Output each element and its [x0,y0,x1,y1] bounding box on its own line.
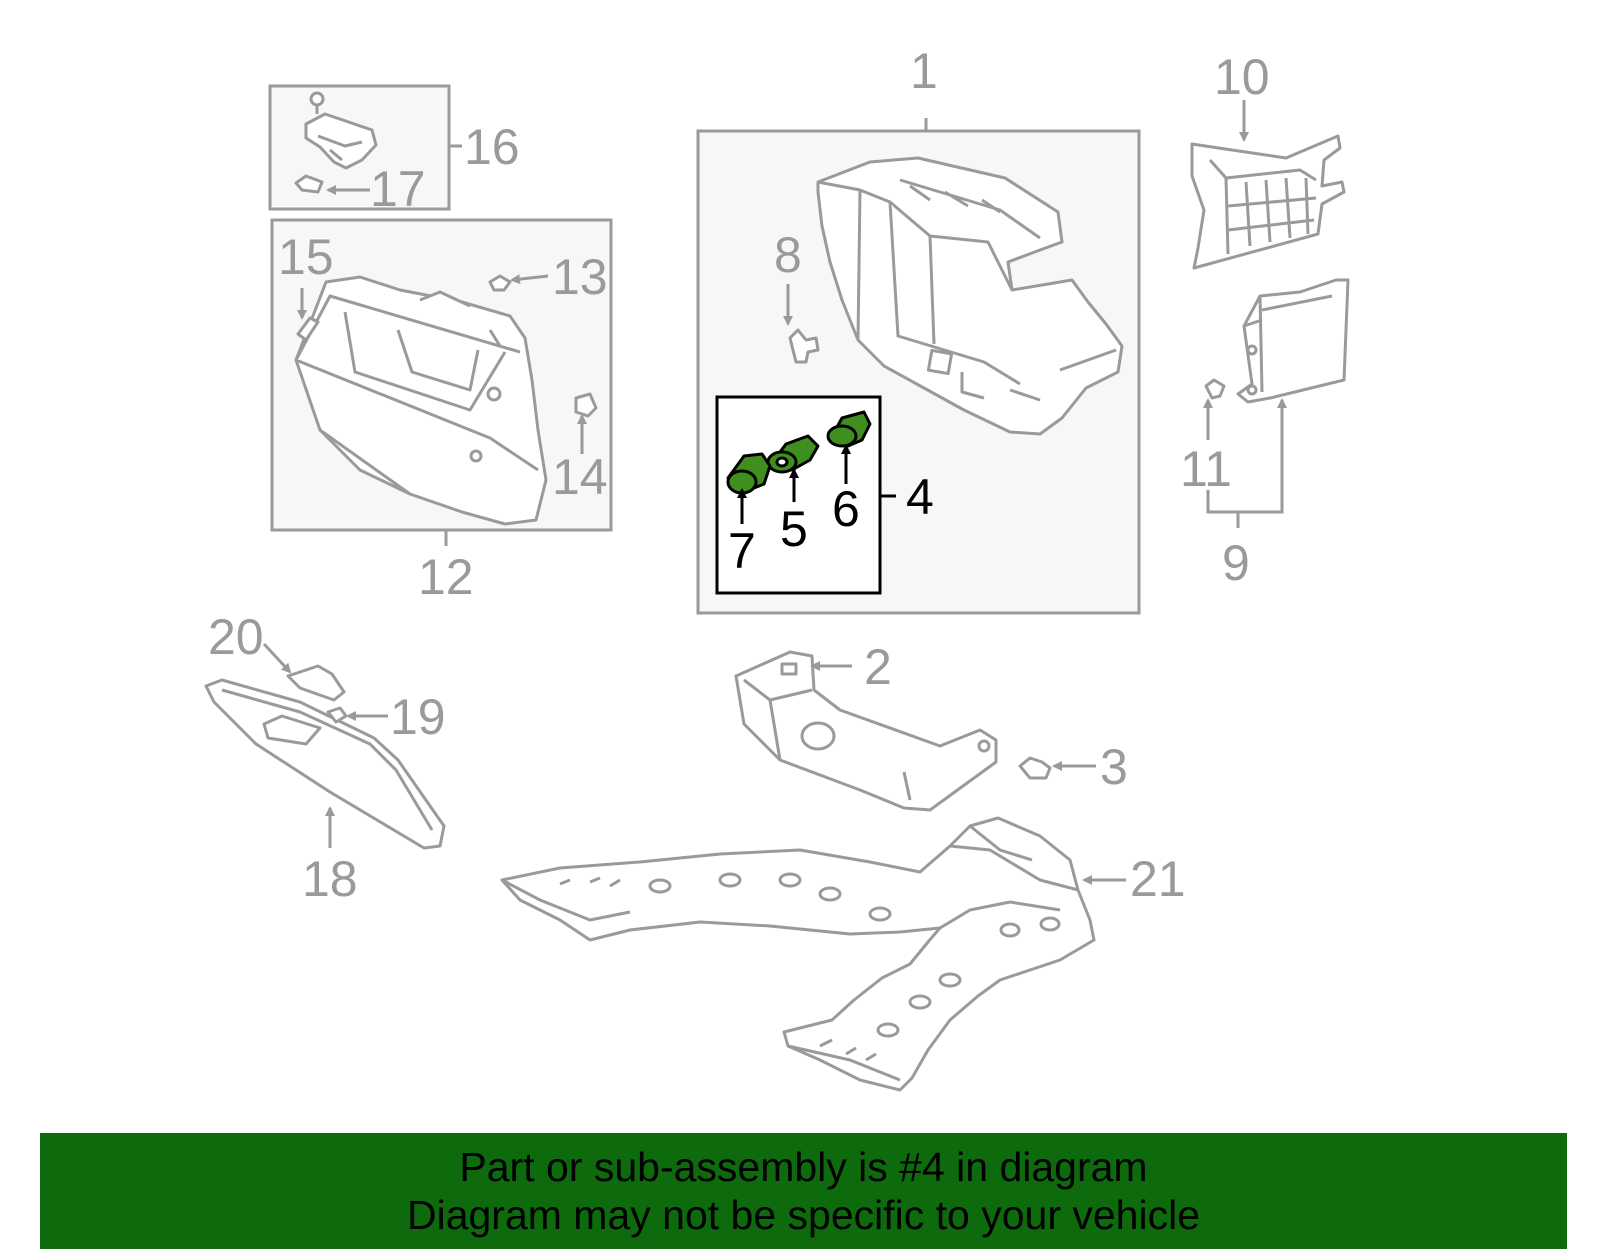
side-panel-part-9 [1204,278,1350,404]
callout-13: 13 [552,249,608,305]
door-panel-part-18 [204,664,446,850]
console-box-part [788,156,1124,436]
callout-5: 5 [780,501,808,557]
callout-2: 2 [864,639,892,695]
leader-lines [262,100,1287,885]
callout-14: 14 [552,449,608,505]
callout-16: 16 [464,119,520,175]
callout-3: 3 [1100,739,1128,795]
callout-7: 7 [728,523,756,579]
callout-4: 4 [906,469,934,525]
callout-21: 21 [1130,851,1186,907]
banner-line-1: Part or sub-assembly is #4 in diagram [459,1144,1148,1190]
glove-box-part [294,274,598,526]
callout-6: 6 [832,481,860,537]
callout-19: 19 [390,689,446,745]
callout-17: 17 [370,161,426,217]
callout-9: 9 [1222,535,1250,591]
callout-10: 10 [1214,49,1270,105]
callout-18: 18 [302,851,358,907]
callout-8: 8 [774,227,802,283]
callout-11: 11 [1180,441,1232,497]
latch-bracket-part [294,91,378,194]
banner-line-2: Diagram may not be specific to your vehi… [406,1192,1200,1238]
floor-bracket-part-21 [500,816,1096,1092]
side-panel-part-10 [1190,134,1346,270]
leader-lines-highlight [737,444,896,524]
callout-20: 20 [208,609,264,665]
info-banner: Part or sub-assembly is #4 in diagram Di… [40,1133,1567,1249]
callout-1: 1 [910,43,938,99]
callout-15: 15 [278,229,334,285]
bracket-part-2 [734,650,1052,812]
callout-12: 12 [418,549,474,605]
